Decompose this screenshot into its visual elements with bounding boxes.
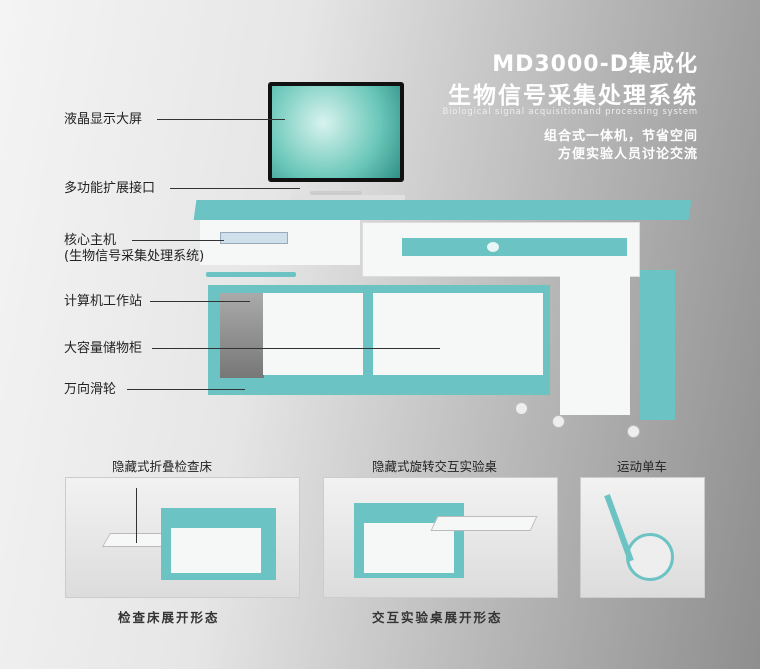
callout-core-host: 核心主机 [64,233,117,248]
caption-rotating-desk: 交互实验桌展开形态 [372,610,503,625]
tagline-2: 方便实验人员讨论交流 [557,147,698,162]
drawer-logo-strip [402,238,627,256]
callout-workstation: 计算机工作站 [64,294,143,309]
caster-wheel [515,402,528,415]
callout-expansion-port: 多功能扩展接口 [64,181,156,196]
caption-folding-bed: 检查床展开形态 [118,610,220,625]
product-image [193,82,692,438]
feature-label-exercise-bike: 运动单车 [617,459,668,474]
title-line2: 生物信号采集处理系统 [448,83,698,109]
storage-cabinet [208,285,550,395]
monitor-screen-dna-image [272,86,400,178]
monitor [268,82,404,182]
callout-lcd-screen: 液晶显示大屏 [64,112,143,127]
tagline-1: 组合式一体机，节省空间 [543,129,698,144]
subtitle: Biological signal acquisitionand process… [442,107,698,117]
feature-label-folding-bed: 隐藏式折叠检查床 [112,459,213,474]
keyboard [290,195,405,202]
folding-bed-image [65,477,300,598]
title-line1: MD3000-D集成化 [492,52,698,77]
caster-wheel [627,425,640,438]
feature-label-rotating-desk: 隐藏式旋转交互实验桌 [372,459,498,474]
callout-casters: 万向滑轮 [64,382,117,397]
desk-top [193,200,692,220]
exercise-bike-image [580,477,705,598]
cabinet-door-left [263,293,363,375]
rotating-desk-image [323,477,558,598]
core-host-panel [220,232,288,244]
cabinet-door-right [373,293,543,375]
caster-wheel [552,415,565,428]
callout-core-host-sub: (生物信号采集处理系统) [64,249,205,264]
callout-storage-cabinet: 大容量储物柜 [64,341,143,356]
workstation-compartment [220,293,264,378]
